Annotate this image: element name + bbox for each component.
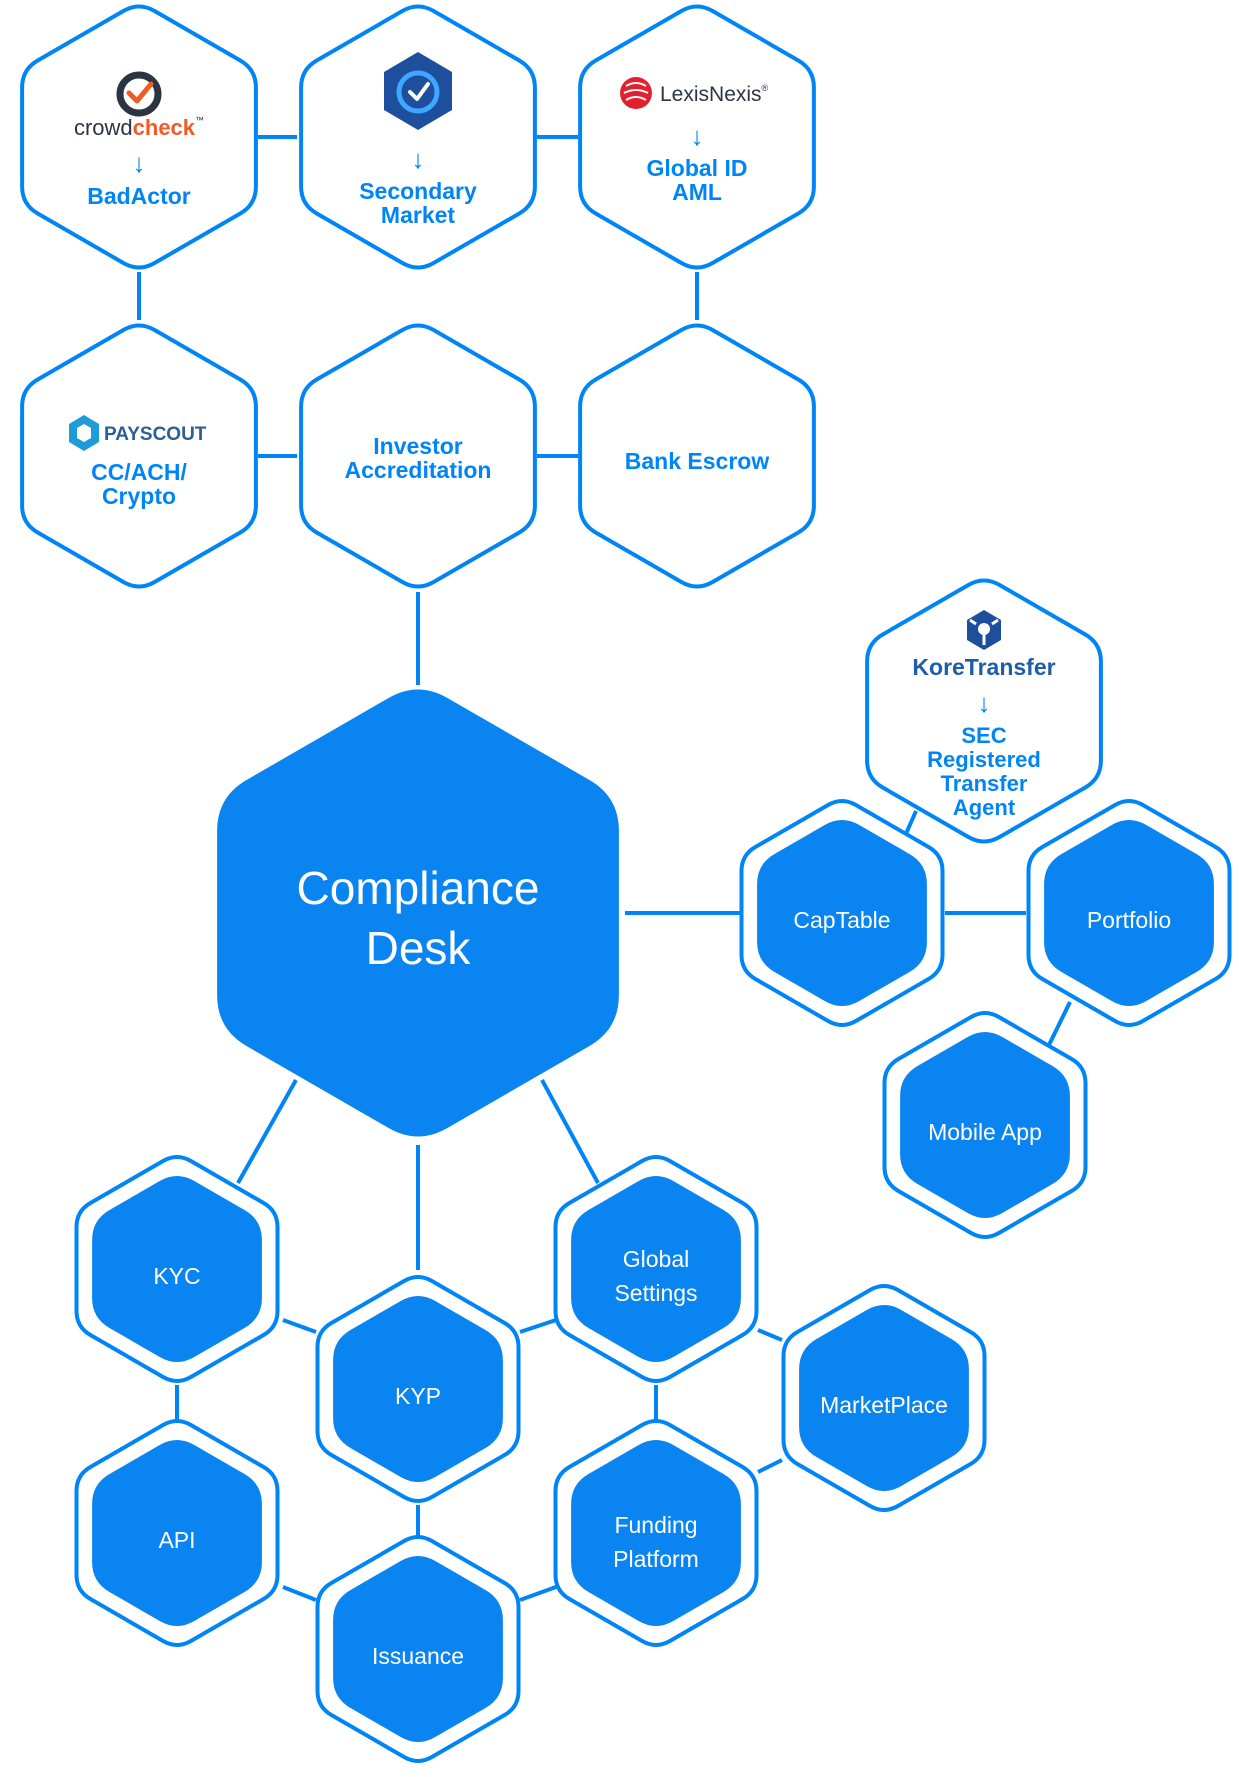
module-hex-fill <box>92 1176 262 1362</box>
module-kyp-label: KYP <box>395 1383 441 1409</box>
connector-kyp-global <box>519 1318 557 1334</box>
integration-nodes <box>20 4 1103 844</box>
hex-compliance-desk[interactable] <box>217 689 619 1137</box>
connector-center-kyc <box>236 1079 298 1184</box>
hex-captable[interactable] <box>739 799 945 1027</box>
module-hex-fill <box>900 1032 1070 1218</box>
hex-investor-accreditation[interactable] <box>299 323 537 589</box>
module-kyc-label: KYC <box>153 1263 200 1289</box>
hex-lexisnexis[interactable] <box>578 4 816 270</box>
hex-secondary-market[interactable] <box>299 4 537 270</box>
hex-kyc[interactable] <box>74 1155 280 1383</box>
module-global-label-line2: Settings <box>614 1280 697 1306</box>
koretransfer-logo-icon <box>967 610 1001 650</box>
module-hex-fill <box>333 1296 503 1482</box>
crowdcheck-arrow-icon: ↓ <box>133 148 146 178</box>
hex-kyp[interactable] <box>315 1275 521 1503</box>
module-portfolio-label: Portfolio <box>1087 907 1171 933</box>
payscout-logo-icon <box>69 415 99 451</box>
module-hex-fill <box>571 1440 741 1626</box>
crowdcheck-logo-icon <box>116 71 162 117</box>
connector-marketplace-funding <box>757 1458 783 1474</box>
hex-bank-escrow[interactable] <box>578 323 816 589</box>
hex-funding-platform[interactable] <box>553 1419 759 1647</box>
koretransfer-label-line4: Agent <box>953 795 1016 820</box>
connector-issuance-funding <box>519 1585 557 1602</box>
secondary-label-line2: Market <box>381 202 455 228</box>
module-marketplace-label: MarketPlace <box>820 1392 948 1418</box>
shield-clock-icon <box>384 52 452 130</box>
lexisnexis-arrow-icon: ↓ <box>691 121 704 151</box>
center-title-line1: Compliance <box>297 862 540 914</box>
koretransfer-label-line3: Transfer <box>941 771 1028 796</box>
connector-api-issuance <box>282 1585 317 1602</box>
payscout-logo-text: PAYSCOUT <box>104 424 207 445</box>
lexisnexis-logo-icon <box>620 77 652 109</box>
connector-portfolio-mobile <box>1047 1001 1072 1046</box>
module-hex-fill <box>92 1440 262 1626</box>
hex-global-settings[interactable] <box>553 1155 759 1383</box>
connector-koretransfer-captable <box>903 810 918 837</box>
module-hex-fill <box>1044 820 1214 1006</box>
hex-portfolio[interactable] <box>1026 799 1232 1027</box>
koretransfer-logo-text: KoreTransfer <box>912 654 1055 680</box>
module-hex-fill <box>799 1305 969 1491</box>
module-funding-label-line2: Platform <box>613 1546 699 1572</box>
hex-crowdcheck[interactable] <box>20 4 258 270</box>
connector-global-marketplace <box>757 1328 783 1342</box>
module-mobile-label: Mobile App <box>928 1119 1042 1145</box>
payscout-label-line2: Crypto <box>102 483 176 509</box>
hex-api[interactable] <box>74 1419 280 1647</box>
koretransfer-label-line1: SEC <box>961 723 1006 748</box>
hex-marketplace[interactable] <box>781 1284 987 1512</box>
module-funding-label-line1: Funding <box>614 1512 697 1538</box>
koretransfer-label-line2: Registered <box>927 747 1041 772</box>
module-api-label: API <box>158 1527 195 1553</box>
module-hex-fill <box>757 820 927 1006</box>
investor-label-line1: Investor <box>373 433 463 459</box>
connector-kyc-kyp <box>282 1318 317 1334</box>
module-hex-fill <box>571 1176 741 1362</box>
module-nodes <box>74 799 1232 1763</box>
payscout-label-line1: CC/ACH/ <box>91 459 187 485</box>
center-title-line2: Desk <box>366 922 472 974</box>
koretransfer-arrow-icon: ↓ <box>978 688 991 718</box>
hex-koretransfer[interactable] <box>865 578 1103 844</box>
secondary-label-line1: Secondary <box>359 178 477 204</box>
hex-payscout[interactable] <box>20 323 258 589</box>
lexisnexis-logo-text: LexisNexis® <box>660 83 769 106</box>
module-global-label-line1: Global <box>623 1246 689 1272</box>
connector-lines <box>137 135 1072 1602</box>
hex-mobile-app[interactable] <box>882 1011 1088 1239</box>
investor-label-line2: Accreditation <box>345 457 492 483</box>
crowdcheck-logo-text: crowdcheck™ <box>74 115 204 140</box>
escrow-label: Bank Escrow <box>625 448 770 474</box>
module-issuance-label: Issuance <box>372 1643 464 1669</box>
lexisnexis-label-line2: AML <box>672 179 722 205</box>
module-captable-label: CapTable <box>793 907 890 933</box>
crowdcheck-label: BadActor <box>87 183 191 209</box>
secondary-arrow-icon: ↓ <box>412 144 425 174</box>
hex-issuance[interactable] <box>315 1535 521 1763</box>
module-hex-fill <box>333 1556 503 1742</box>
lexisnexis-label-line1: Global ID <box>647 155 748 181</box>
connector-center-global <box>540 1079 600 1184</box>
